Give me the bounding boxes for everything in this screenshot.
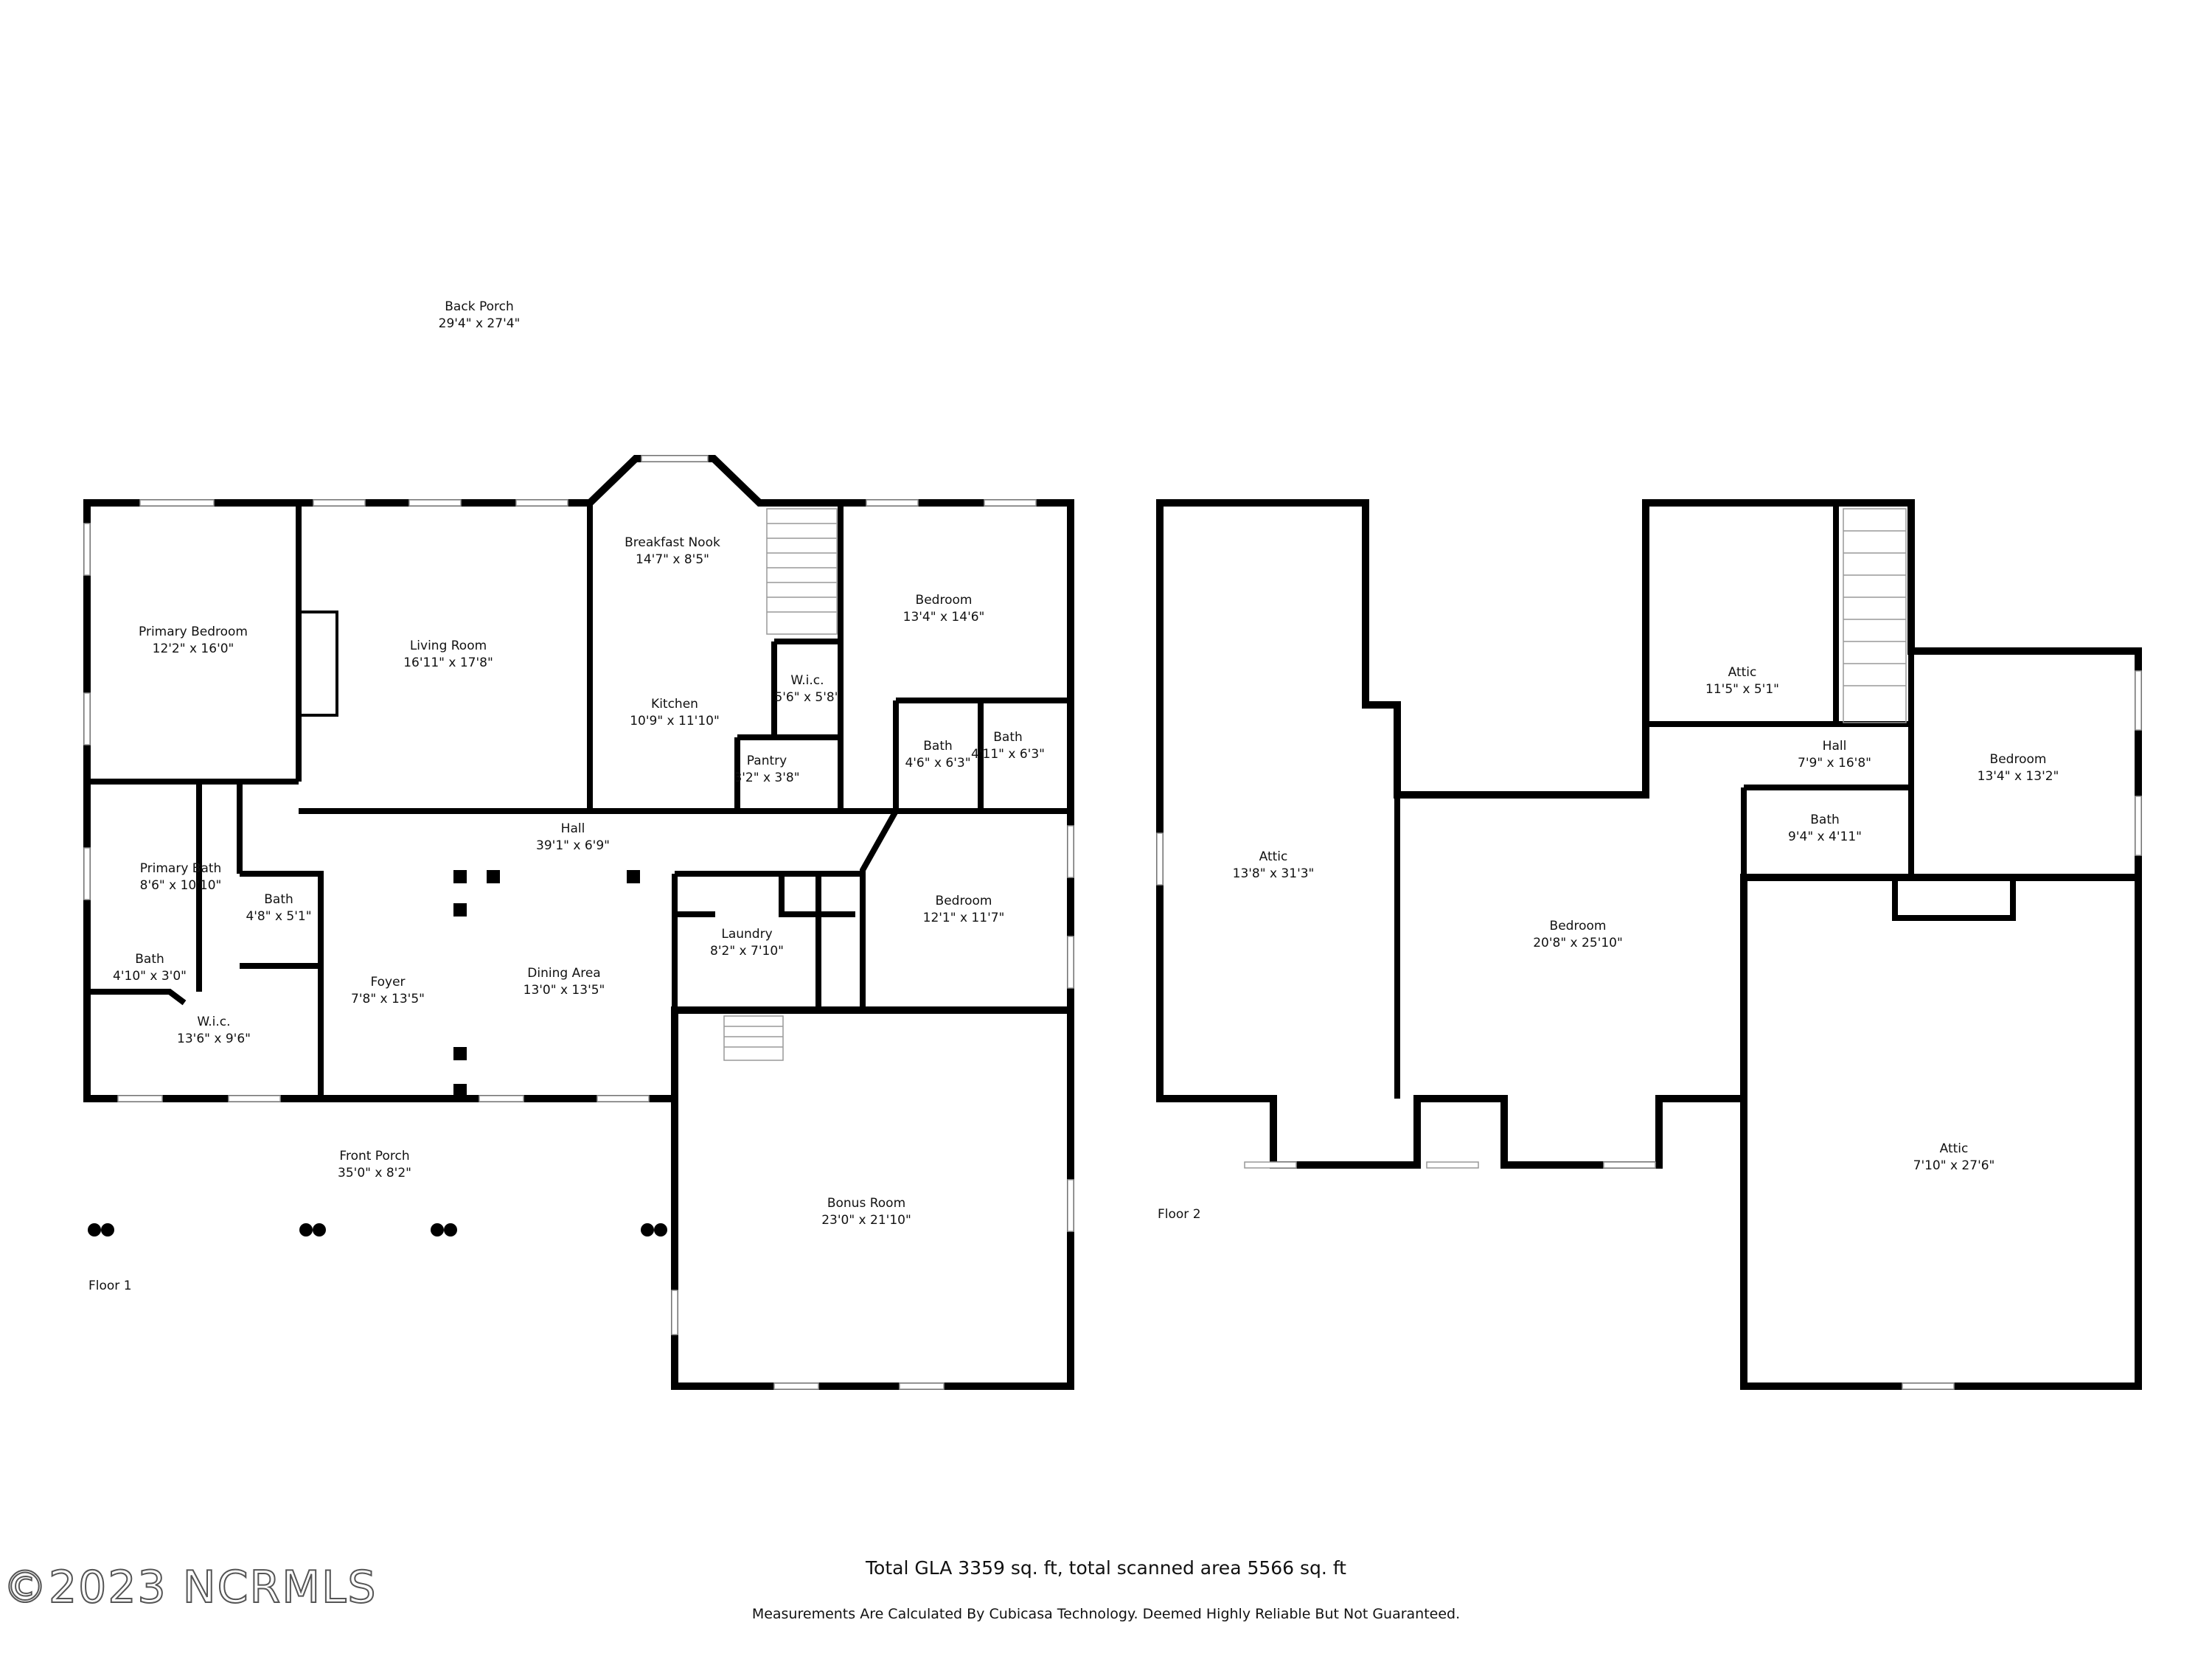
floor-1-labels: Back Porch 29'4" x 27'4" Breakfast Nook … — [88, 299, 1045, 1293]
room-dims: 10'9" x 11'10" — [630, 714, 720, 728]
floor-2-label: Floor 2 — [1158, 1207, 1201, 1222]
room-dims: 5'6" x 5'8" — [774, 690, 840, 705]
room-dims: 13'0" x 13'5" — [524, 983, 605, 998]
floor-1-plan — [83, 455, 1074, 1390]
room-name: Front Porch — [339, 1149, 409, 1164]
room-name: Living Room — [410, 639, 487, 653]
room-name: Bedroom — [916, 593, 973, 608]
floor-2-labels: Attic 13'8" x 31'3" Attic 11'5" x 5'1" H… — [1158, 665, 2059, 1222]
room-dims: 14'7" x 8'5" — [636, 552, 709, 567]
room-dims: 20'8" x 25'10" — [1533, 936, 1623, 950]
room-name: Bedroom — [1550, 919, 1607, 933]
room-dims: 4'10" x 3'0" — [113, 969, 187, 984]
floor-2-plan — [1156, 499, 2142, 1390]
room-name: Bath — [264, 892, 293, 907]
room-dims: 3'2" x 3'8" — [734, 771, 799, 785]
room-dims: 39'1" x 6'9" — [536, 838, 610, 853]
room-dims: 8'2" x 7'10" — [710, 944, 784, 959]
room-dims: 7'10" x 27'6" — [1913, 1158, 1995, 1173]
room-dims: 12'1" x 11'7" — [923, 911, 1005, 925]
room-dims: 9'4" x 4'11" — [1788, 830, 1862, 844]
room-name: Back Porch — [445, 299, 513, 314]
room-name: Foyer — [370, 975, 405, 990]
room-dims: 11'5" x 5'1" — [1705, 682, 1779, 697]
room-name: Attic — [1940, 1141, 1969, 1156]
room-name: Dining Area — [527, 966, 600, 981]
room-name: Breakfast Nook — [625, 535, 720, 550]
room-name: Bath — [923, 739, 953, 754]
room-dims: 7'9" x 16'8" — [1798, 756, 1871, 771]
room-dims: 13'8" x 31'3" — [1233, 866, 1315, 881]
room-name: Attic — [1259, 849, 1288, 864]
room-dims: 4'8" x 5'1" — [246, 909, 311, 924]
copyright-watermark: ©2023 NCRMLS — [2, 1561, 378, 1614]
room-name: Attic — [1728, 665, 1757, 680]
floor-1-label: Floor 1 — [88, 1279, 132, 1293]
room-name: Bath — [993, 730, 1023, 745]
room-name: Kitchen — [651, 697, 698, 712]
room-dims: 8'6" x 10'10" — [140, 878, 222, 893]
room-name: Bonus Room — [827, 1196, 905, 1211]
room-name: W.i.c. — [790, 673, 824, 688]
total-area-summary: Total GLA 3359 sq. ft, total scanned are… — [866, 1557, 1346, 1579]
room-dims: 13'4" x 13'2" — [1978, 769, 2059, 784]
room-dims: 4'6" x 6'3" — [905, 756, 970, 771]
room-name: Bedroom — [936, 894, 992, 908]
room-dims: 23'0" x 21'10" — [821, 1213, 911, 1228]
measurement-disclaimer: Measurements Are Calculated By Cubicasa … — [751, 1606, 1461, 1622]
room-name: Pantry — [747, 754, 787, 768]
room-dims: 13'6" x 9'6" — [177, 1032, 251, 1046]
room-dims: 13'4" x 14'6" — [903, 610, 985, 625]
room-name: Bath — [1810, 813, 1840, 827]
room-dims: 16'11" x 17'8" — [403, 655, 493, 670]
room-name: Hall — [1823, 739, 1847, 754]
room-dims: 7'8" x 13'5" — [351, 992, 425, 1006]
room-name: Primary Bedroom — [139, 625, 248, 639]
room-dims: 29'4" x 27'4" — [439, 316, 521, 331]
room-dims: 4'11" x 6'3" — [971, 747, 1045, 762]
room-name: Bedroom — [1990, 752, 2047, 767]
room-name: W.i.c. — [197, 1015, 230, 1029]
room-name: Hall — [561, 821, 585, 836]
room-name: Bath — [135, 952, 164, 967]
room-name: Primary Bath — [140, 861, 222, 876]
room-dims: 12'2" x 16'0" — [153, 641, 234, 656]
room-dims: 35'0" x 8'2" — [338, 1166, 411, 1180]
room-name: Laundry — [721, 927, 772, 942]
